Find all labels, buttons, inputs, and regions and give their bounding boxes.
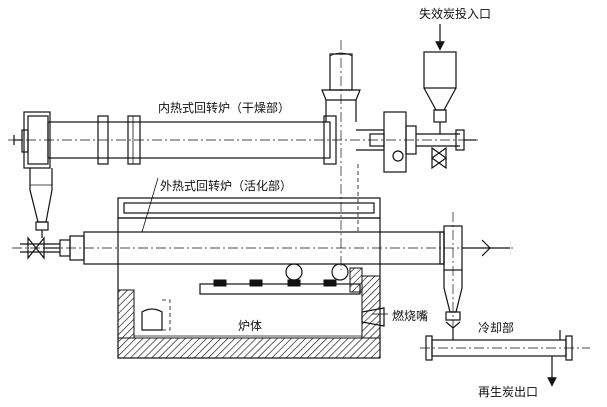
internal-rotary-kiln	[8, 111, 478, 231]
label-furnace-body: 炉体	[238, 319, 262, 333]
label-feed-inlet: 失效炭投入口	[419, 6, 491, 21]
burner-nozzle	[361, 307, 385, 327]
label-external-kiln: 外热式回转炉（活化部）	[160, 178, 292, 193]
kiln-feed-end	[356, 111, 476, 173]
discharge-and-cooler	[420, 212, 590, 387]
exhaust-duct	[321, 40, 361, 270]
feed-hopper	[423, 24, 457, 134]
label-cooling-section: 冷却部	[478, 320, 514, 335]
label-internal-kiln: 内热式回转炉（干燥部）	[158, 100, 290, 115]
external-rotary-kiln	[12, 164, 516, 359]
label-outlet: 再生炭出口	[478, 385, 538, 399]
label-burner: 燃烧嘴	[392, 308, 428, 323]
